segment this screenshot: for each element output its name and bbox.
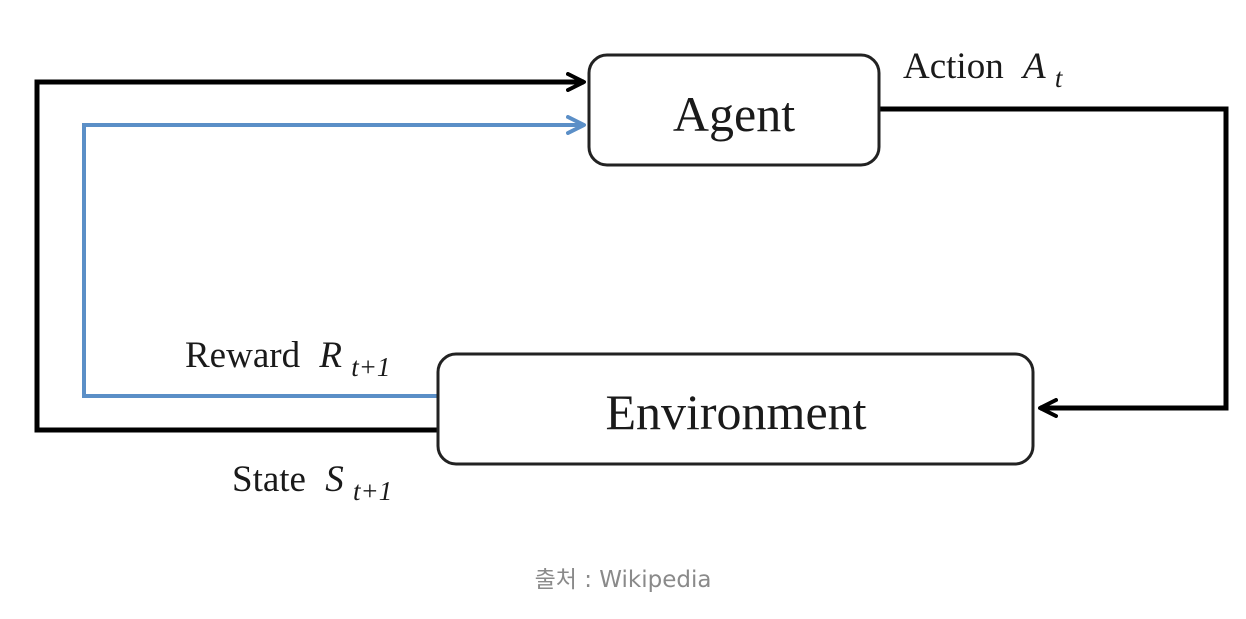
environment-node: Environment (436, 352, 1035, 466)
caption-prefix: 출처 (534, 567, 577, 593)
state-edge (34, 72, 586, 433)
source-caption: 출처 : Wikipedia (0, 560, 1246, 594)
rl-diagram: Agent Environment Action A t Reward R t+… (34, 46, 1229, 506)
caption-source: Wikipedia (599, 567, 712, 593)
state-symbol: S (325, 459, 344, 500)
action-label: Action A t (903, 46, 1064, 93)
reward-edge (82, 115, 586, 398)
agent-label: Agent (673, 86, 795, 142)
reward-subscript: t+1 (351, 352, 390, 382)
reward-symbol: R (318, 335, 342, 376)
action-edge (879, 106, 1229, 418)
agent-node: Agent (587, 53, 881, 167)
environment-label: Environment (605, 384, 866, 440)
caption-separator: : (576, 567, 600, 593)
action-subscript: t (1055, 63, 1064, 93)
state-label: State S t+1 (232, 459, 392, 506)
reward-label: Reward R t+1 (185, 335, 390, 382)
state-subscript: t+1 (353, 476, 392, 506)
action-symbol: A (1020, 46, 1046, 87)
